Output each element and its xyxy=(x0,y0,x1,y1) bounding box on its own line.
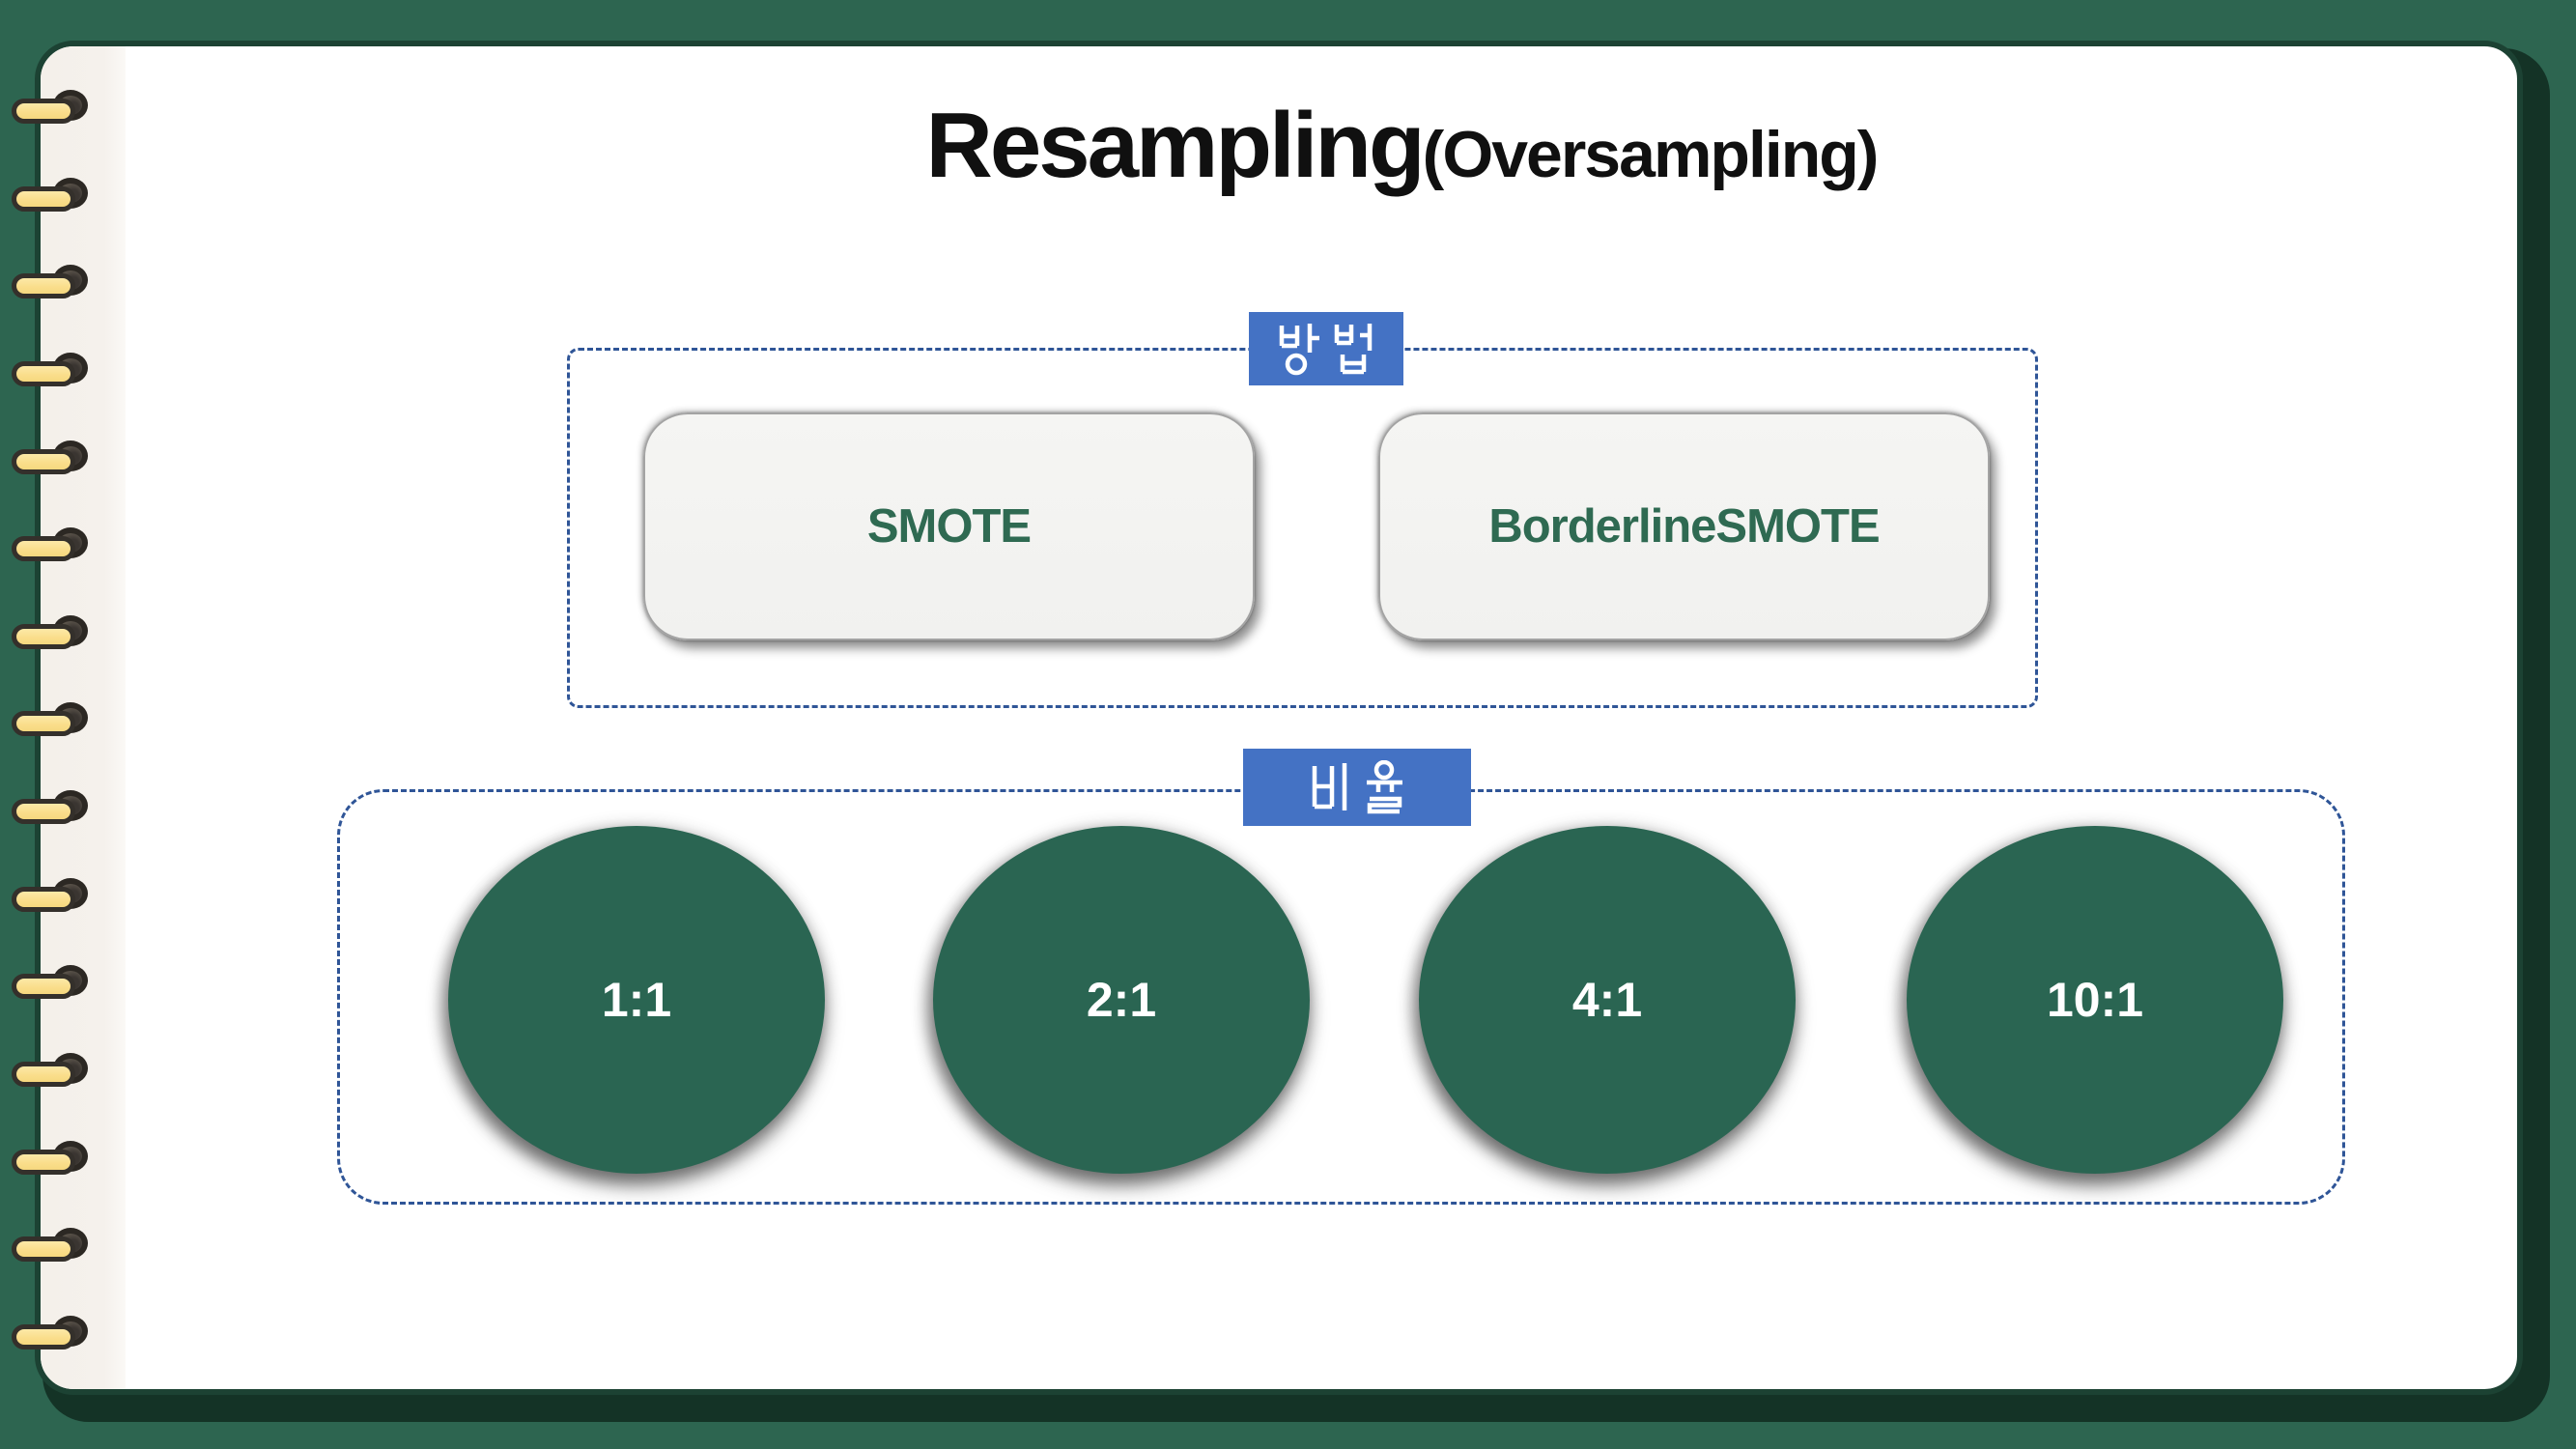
methods-group-label: 방법 xyxy=(1326,349,1327,350)
binder-ring-icon xyxy=(0,1225,106,1273)
method-box-borderlinesmote-label: BorderlineSMOTE xyxy=(1488,500,1880,553)
hangul-beop-glyph-icon xyxy=(1334,324,1373,375)
binder-ring-icon xyxy=(0,525,106,573)
ring-pin-icon xyxy=(12,449,75,474)
hangul-bi-glyph-icon xyxy=(1312,763,1347,810)
binder-ring-icon xyxy=(0,87,106,135)
ring-pin-icon xyxy=(12,1324,75,1350)
ring-pin-icon xyxy=(12,99,75,124)
ring-pin-icon xyxy=(12,361,75,386)
title-main-text: Resampling xyxy=(925,94,1426,197)
page-title: Resampling(Oversampling) xyxy=(0,93,2576,199)
ring-pin-icon xyxy=(12,186,75,212)
ratio-circle-2-1-label: 2:1 xyxy=(1086,973,1157,1027)
binder-ring-icon xyxy=(0,1313,106,1361)
ratio-circle-1-1-label: 1:1 xyxy=(601,973,672,1027)
ring-pin-icon xyxy=(12,273,75,298)
ring-pin-icon xyxy=(12,711,75,736)
binder-ring-icon xyxy=(0,350,106,398)
ring-pin-icon xyxy=(12,1236,75,1262)
hangul-yul-glyph-icon xyxy=(1367,760,1402,814)
ring-pin-icon xyxy=(12,1150,75,1175)
ratio-circle-4-1-label: 4:1 xyxy=(1571,973,1643,1027)
ratio-circle-1-1: 1:1 xyxy=(448,826,825,1174)
ratios-group-badge: 비율 xyxy=(1243,749,1471,826)
method-box-borderlinesmote: BorderlineSMOTE xyxy=(1378,412,1990,640)
methods-group-badge: 방법 xyxy=(1249,312,1403,385)
ratio-circle-10-1: 10:1 xyxy=(1907,826,2283,1174)
binder-ring-icon xyxy=(0,175,106,223)
ring-pin-icon xyxy=(12,974,75,999)
method-box-smote-label: SMOTE xyxy=(866,500,1032,553)
binder-ring-icon xyxy=(0,1138,106,1186)
binder-ring-icon xyxy=(0,1050,106,1098)
ring-pin-icon xyxy=(12,799,75,824)
binder-ring-icon xyxy=(0,438,106,486)
title-sub-text: (Oversampling) xyxy=(1422,118,1880,191)
binder-ring-icon xyxy=(0,699,106,748)
ring-pin-icon xyxy=(12,1062,75,1087)
binder-ring-icon xyxy=(0,262,106,310)
ratios-group-label: 비율 xyxy=(1357,787,1358,788)
ratio-circle-10-1-label: 10:1 xyxy=(2046,973,2144,1027)
method-box-smote: SMOTE xyxy=(643,412,1255,640)
ring-pin-icon xyxy=(12,624,75,649)
ring-pin-icon xyxy=(12,536,75,561)
binder-ring-icon xyxy=(0,962,106,1010)
binder-ring-icon xyxy=(0,787,106,836)
binder-ring-icon xyxy=(0,875,106,923)
ring-pin-icon xyxy=(12,887,75,912)
binder-ring-icon xyxy=(0,612,106,661)
hangul-bang-glyph-icon xyxy=(1279,324,1319,376)
ratio-circle-2-1: 2:1 xyxy=(933,826,1310,1174)
ratio-circle-4-1: 4:1 xyxy=(1419,826,1796,1174)
